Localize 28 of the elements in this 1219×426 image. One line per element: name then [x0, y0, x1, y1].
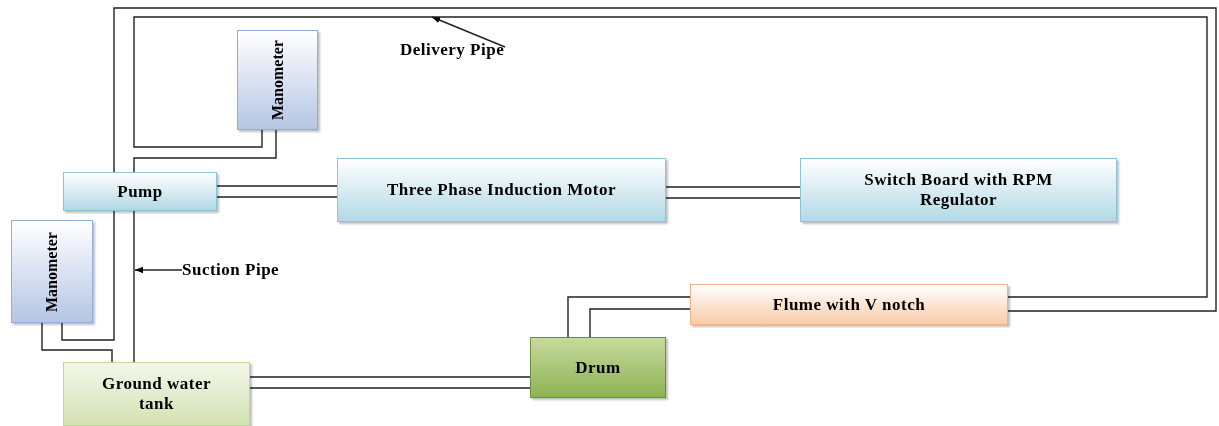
switch-board-box: [800, 158, 1117, 222]
pipe-line: [41, 322, 113, 363]
motor-box: [337, 158, 666, 222]
node-label: Manometer: [42, 231, 61, 312]
pipe-line: [216, 185, 338, 198]
pump-box: [63, 172, 217, 211]
pipe-line: [249, 376, 531, 389]
pipe-line: [61, 210, 115, 341]
node-label: Three Phase Induction Motor: [387, 180, 616, 200]
node-label: Drum: [575, 357, 621, 378]
leader-line: [134, 266, 183, 274]
node-label: Pump: [117, 181, 163, 202]
pipe-line: [567, 296, 691, 338]
node-label: Ground water tank: [100, 374, 213, 414]
drum-box: [530, 337, 666, 398]
tank-box: [63, 362, 250, 426]
node-label: Manometer: [267, 40, 287, 120]
node-label: Flume with V notch: [772, 294, 926, 315]
node-label: Switch Board with RPM Regulator: [863, 170, 1054, 210]
leader-line: [431, 16, 506, 48]
pipe-label: Suction Pipe: [182, 260, 280, 280]
pipe-line: [665, 186, 801, 199]
flume-box: [690, 284, 1008, 325]
pipe-label: Delivery Pipe: [400, 40, 505, 60]
manometer-box: [11, 220, 93, 323]
manometer-box: [237, 30, 318, 130]
pipe-line: [133, 129, 277, 173]
pipe-line: [133, 210, 135, 363]
